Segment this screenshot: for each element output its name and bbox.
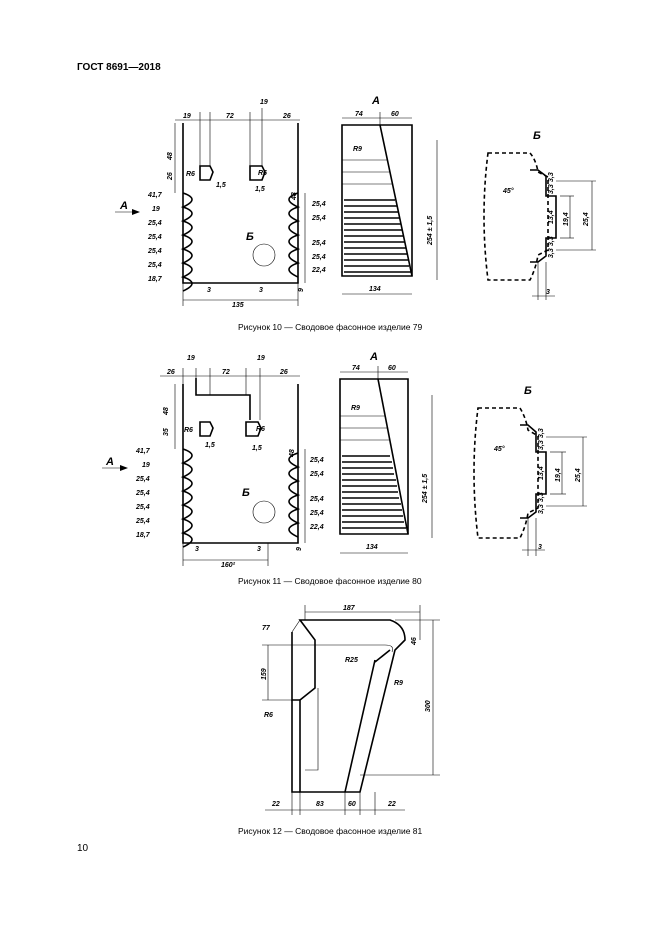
- fig10-notch-right: 1,5: [255, 186, 265, 193]
- fig10-view-a-top-1: 74: [355, 111, 363, 118]
- fig10-left-stack-4: 25,4: [147, 234, 162, 241]
- fig10-detail-dim-5: 3,3: [548, 248, 555, 258]
- fig10-radius-right: R6: [258, 170, 267, 177]
- fig10-left-stack-6: 25,4: [147, 262, 162, 269]
- fig10-dim-right-48: 48: [291, 192, 298, 201]
- fig10-left-stack-3: 25,4: [147, 220, 162, 227]
- fig10-left-stack-5: 25,4: [147, 248, 162, 255]
- fig10-dim-top-1: 19: [183, 113, 191, 120]
- fig10-view-a-bottom: 134: [369, 286, 381, 293]
- fig10-detail-dim-4: 3,3: [548, 236, 555, 246]
- fig10-dim-top-4: 26: [282, 113, 291, 120]
- figure-10-front-view: [115, 108, 306, 306]
- fig10-view-a-radius: R9: [353, 146, 362, 153]
- fig10-detail-dim-3: 13,4: [548, 210, 555, 224]
- fig10-view-a-label: А: [371, 95, 380, 107]
- fig10-detail-dim-7: 25,4: [583, 212, 590, 227]
- document-header: ГОСТ 8691—2018: [77, 62, 161, 73]
- fig10-view-b-label: Б: [533, 130, 541, 142]
- fig10-dim-top-2: 72: [226, 113, 234, 120]
- figure-10-caption: Рисунок 10 — Сводовое фасонное изделие 7…: [238, 322, 423, 332]
- fig10-detail-angle: 45°: [502, 187, 514, 195]
- figure-11-caption: Рисунок 11 — Сводовое фасонное изделие 8…: [238, 576, 422, 586]
- fig10-dim-bottom-1: 3: [207, 287, 211, 294]
- fig10-left-stack-7: 18,7: [148, 276, 163, 283]
- figure-12-caption: Рисунок 12 — Сводовое фасонное изделие 8…: [238, 826, 423, 836]
- fig10-detail-dim-1: 3,3: [548, 172, 555, 182]
- figure-10-view-a-hatching: [342, 159, 411, 273]
- fig10-right-stack-3: 25,4: [311, 240, 326, 247]
- fig10-view-a-top-2: 60: [391, 111, 399, 118]
- fig10-b-marker: Б: [246, 231, 254, 243]
- fig10-dim-top-3: 19: [260, 99, 268, 106]
- figure-10-detail-b: [483, 152, 596, 300]
- fig10-right-stack-4: 25,4: [311, 254, 326, 261]
- fig10-right-stack-2: 25,4: [311, 215, 326, 222]
- fig10-dim-bottom-2: 3: [259, 287, 263, 294]
- fig10-dim-left-26: 26: [167, 172, 174, 181]
- fig10-left-stack-1: 41,7: [147, 192, 163, 199]
- fig10-detail-bottom: 3: [546, 289, 550, 296]
- figure-10-view-a: [341, 112, 438, 295]
- fig10-view-a-height: 254 ± 1,5: [427, 216, 434, 246]
- fig10-dim-left-48: 48: [167, 152, 174, 161]
- fig10-detail-dim-2: 3,3: [548, 184, 555, 194]
- fig10-dim-bottom-3: 9: [298, 288, 305, 292]
- fig10-right-stack-1: 25,4: [311, 201, 326, 208]
- page-number: 10: [77, 843, 89, 854]
- fig10-detail-dim-6: 19,4: [563, 212, 570, 226]
- fig10-radius-left: R6: [186, 171, 195, 178]
- fig10-right-stack-5: 22,4: [311, 267, 326, 274]
- fig10-notch-left: 1,5: [216, 182, 226, 189]
- fig10-left-stack-2: 19: [152, 206, 160, 213]
- fig10-arrow-label: А: [119, 200, 128, 212]
- fig10-dim-width: 135: [232, 302, 244, 309]
